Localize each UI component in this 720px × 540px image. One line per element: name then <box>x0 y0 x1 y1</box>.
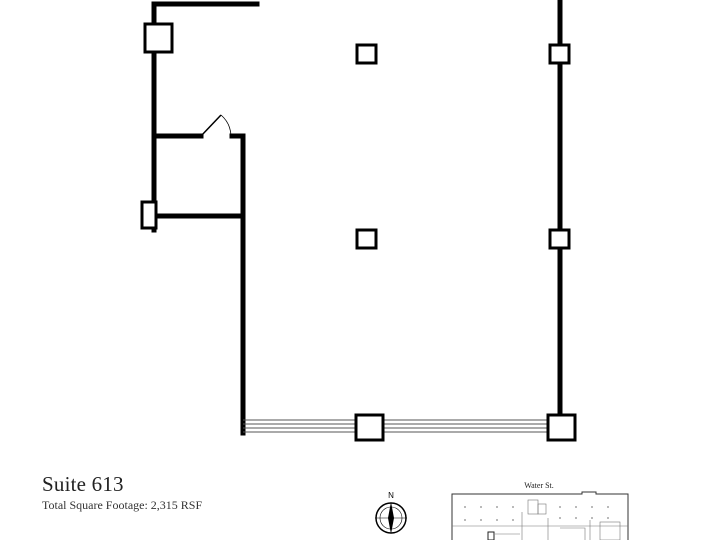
column-left-top <box>143 22 174 54</box>
window-wall <box>243 419 548 433</box>
compass: N <box>375 491 407 534</box>
column-center-middle <box>355 228 378 250</box>
columns <box>140 22 577 442</box>
key-plan-details <box>452 499 628 540</box>
door-swing-arc <box>220 114 232 137</box>
key-plan-street-label: Water St. <box>524 481 554 490</box>
column-center-top <box>355 43 378 65</box>
walls <box>151 0 563 436</box>
key-plan-outline <box>451 491 629 540</box>
column-left-bottom <box>140 200 158 230</box>
column-right-top <box>548 43 571 65</box>
column-right-bottom <box>546 413 577 442</box>
closet-door <box>200 114 232 137</box>
suite-title: Suite 613 <box>42 472 124 496</box>
column-center-bottom <box>354 413 385 442</box>
compass-needle-icon <box>388 502 394 534</box>
suite-square-footage: Total Square Footage: 2,315 RSF <box>42 498 203 512</box>
door-leaf <box>200 114 222 137</box>
column-right-middle <box>548 228 571 250</box>
key-plan-suite-highlight <box>487 531 495 540</box>
key-plan: Water St. <box>451 481 629 540</box>
key-plan-columns <box>464 506 609 521</box>
compass-north-label: N <box>388 491 394 500</box>
